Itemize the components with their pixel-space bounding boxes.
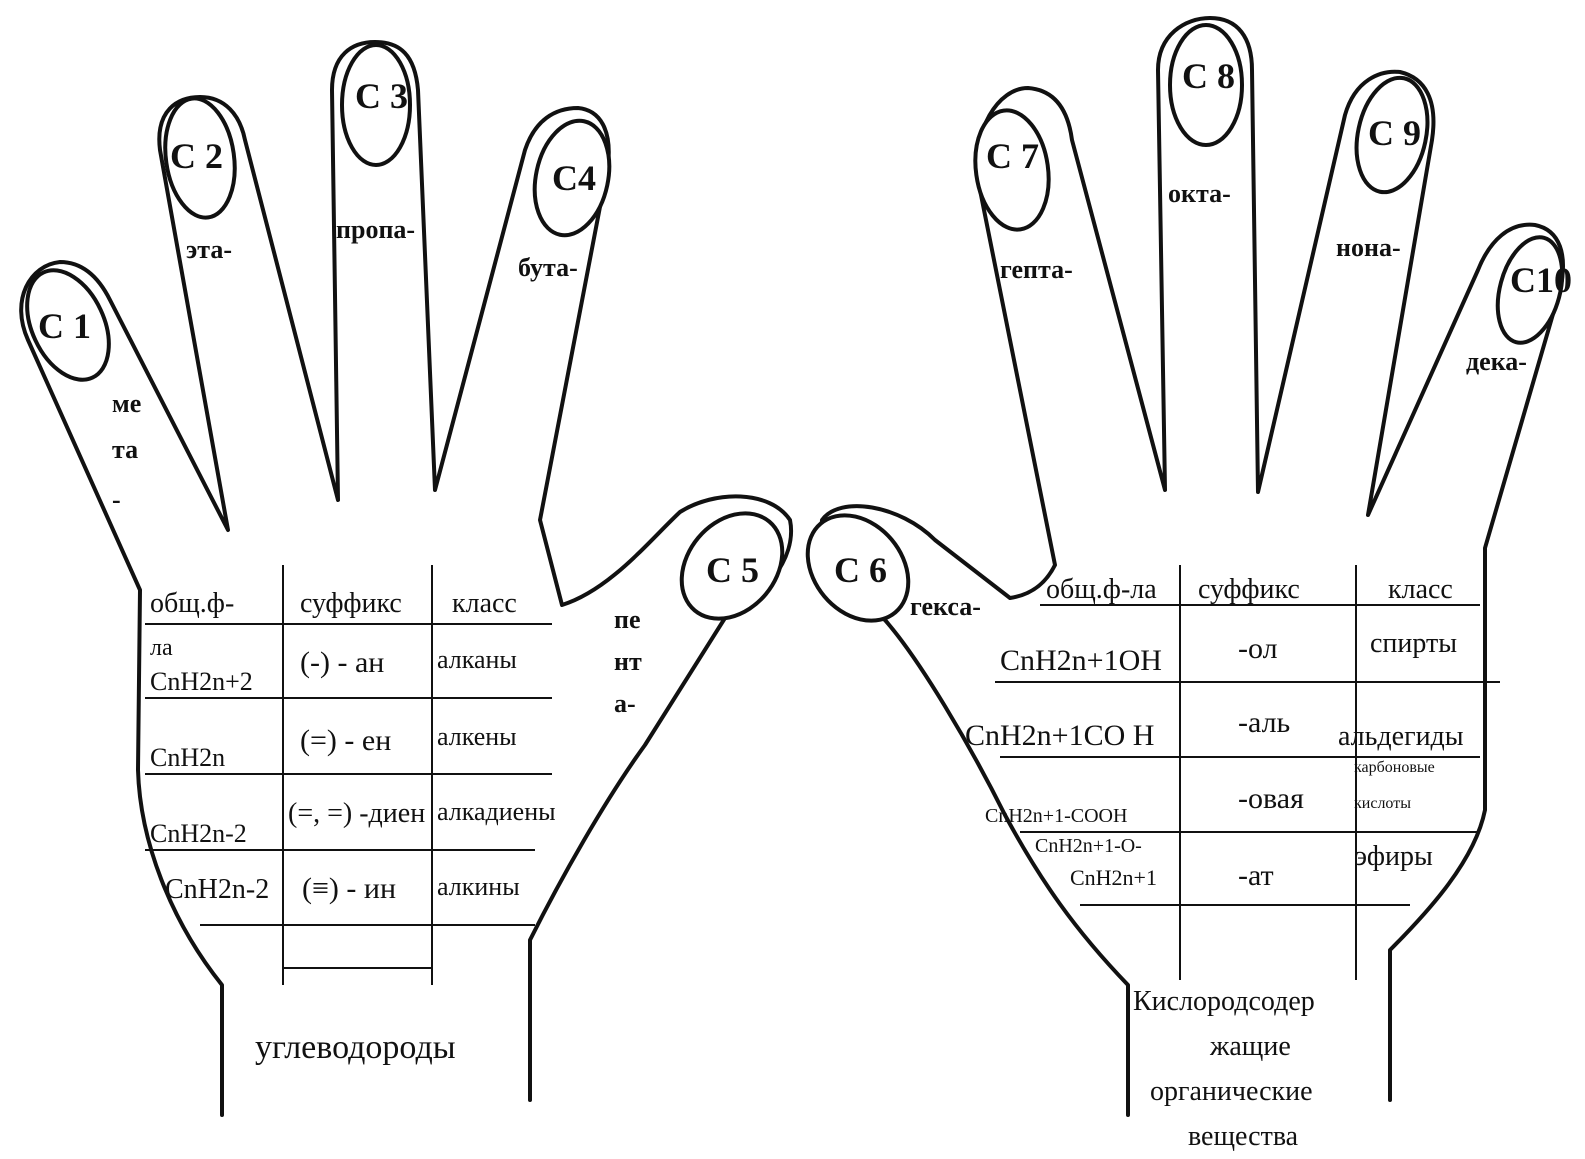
right-row1-formula: CnH2n+1OH (1000, 644, 1162, 677)
label-c5: C 5 (706, 550, 759, 590)
label-c9: C 9 (1368, 113, 1421, 153)
left-row4-suffix: (≡) - ин (302, 872, 396, 905)
left-row2-class: алкены (437, 722, 517, 751)
prefix-meta-3: - (112, 485, 121, 514)
prefix-penta-3: а- (614, 689, 636, 718)
right-row1-suffix: -ол (1238, 632, 1278, 665)
right-row4-formula-1: CnH2n+1-O- (1035, 835, 1142, 857)
prefix-octa: окта- (1168, 179, 1231, 208)
label-c2: C 2 (170, 136, 223, 176)
oxygen-compounds-table: общ.ф-ла суффикс класс CnH2n+1OH -ол спи… (965, 565, 1500, 1152)
prefix-hepta: гепта- (1000, 255, 1073, 284)
prefix-nona: нона- (1336, 233, 1401, 262)
left-row3-suffix: (=, =) -диен (288, 798, 425, 829)
label-c1: C 1 (38, 306, 91, 346)
left-hand-outline (21, 42, 791, 1115)
left-header-suffix: суффикс (300, 588, 402, 619)
right-row4-formula-2: CnH2n+1 (1070, 865, 1157, 890)
left-header-class: класс (452, 588, 517, 619)
right-row3-formula: CnH2n+1-COOH (985, 805, 1127, 827)
label-c8: C 8 (1182, 56, 1235, 96)
left-row3-class: алкадиены (437, 797, 556, 826)
prefix-meta-2: та (112, 435, 138, 464)
right-caption-4: вещества (1188, 1121, 1299, 1152)
left-header-formula: общ.ф- (150, 588, 234, 619)
left-row2-suffix: (=) - ен (300, 724, 391, 757)
prefix-eta: эта- (186, 235, 232, 264)
left-header-formula-2: ла (150, 635, 173, 661)
right-caption-1: Кислородсодер (1133, 986, 1315, 1017)
right-row3-class-2: кислоты (1354, 795, 1411, 812)
right-row4-suffix: -ат (1238, 859, 1274, 892)
right-row2-formula: CnH2n+1CO H (965, 719, 1154, 752)
left-row2-formula: CnH2n (150, 743, 225, 772)
label-c10: C10 (1510, 260, 1572, 300)
prefix-propa: пропа- (336, 215, 415, 244)
prefix-deca: дека- (1466, 347, 1527, 376)
left-row1-class: алканы (437, 645, 517, 674)
left-hand: C 1 C 2 C 3 C4 C 5 ме та - эта- пропа- б… (11, 42, 803, 1115)
label-c4: C4 (552, 158, 596, 198)
prefix-buta: бута- (518, 253, 578, 282)
right-row4-class: эфиры (1355, 841, 1433, 872)
left-row1-formula: CnH2n+2 (150, 667, 253, 696)
label-c7: C 7 (986, 136, 1039, 176)
left-caption: углеводороды (255, 1029, 456, 1066)
right-row2-suffix: -аль (1238, 706, 1290, 739)
left-row4-class: алкины (437, 872, 520, 901)
prefix-penta-2: нт (614, 647, 642, 676)
hydrocarbon-table: общ.ф- ла суффикс класс CnH2n+2 (-) - ан… (145, 565, 556, 1066)
right-caption-3: органические (1150, 1076, 1313, 1107)
prefix-meta-1: ме (112, 389, 141, 418)
label-c6: C 6 (834, 550, 887, 590)
right-header-class: класс (1388, 574, 1453, 605)
label-c3: C 3 (355, 76, 408, 116)
right-header-formula: общ.ф-ла (1046, 574, 1157, 605)
right-hand: C 6 C 7 C 8 C 9 C10 гекса- гепта- окта- … (787, 18, 1573, 1152)
right-row1-class: спирты (1370, 628, 1457, 659)
right-caption-2: жащие (1209, 1031, 1291, 1062)
right-row3-class-1: карбоновые (1354, 759, 1435, 776)
prefix-hexa: гекса- (910, 592, 981, 621)
right-row3-suffix: -овая (1238, 782, 1304, 815)
right-row2-class: альдегиды (1338, 721, 1464, 752)
left-row3-formula: CnH2n-2 (150, 819, 247, 848)
prefix-penta-1: пе (614, 605, 641, 634)
right-header-suffix: суффикс (1198, 574, 1300, 605)
left-row4-formula: CnH2n-2 (165, 874, 269, 905)
left-row1-suffix: (-) - ан (300, 646, 384, 679)
